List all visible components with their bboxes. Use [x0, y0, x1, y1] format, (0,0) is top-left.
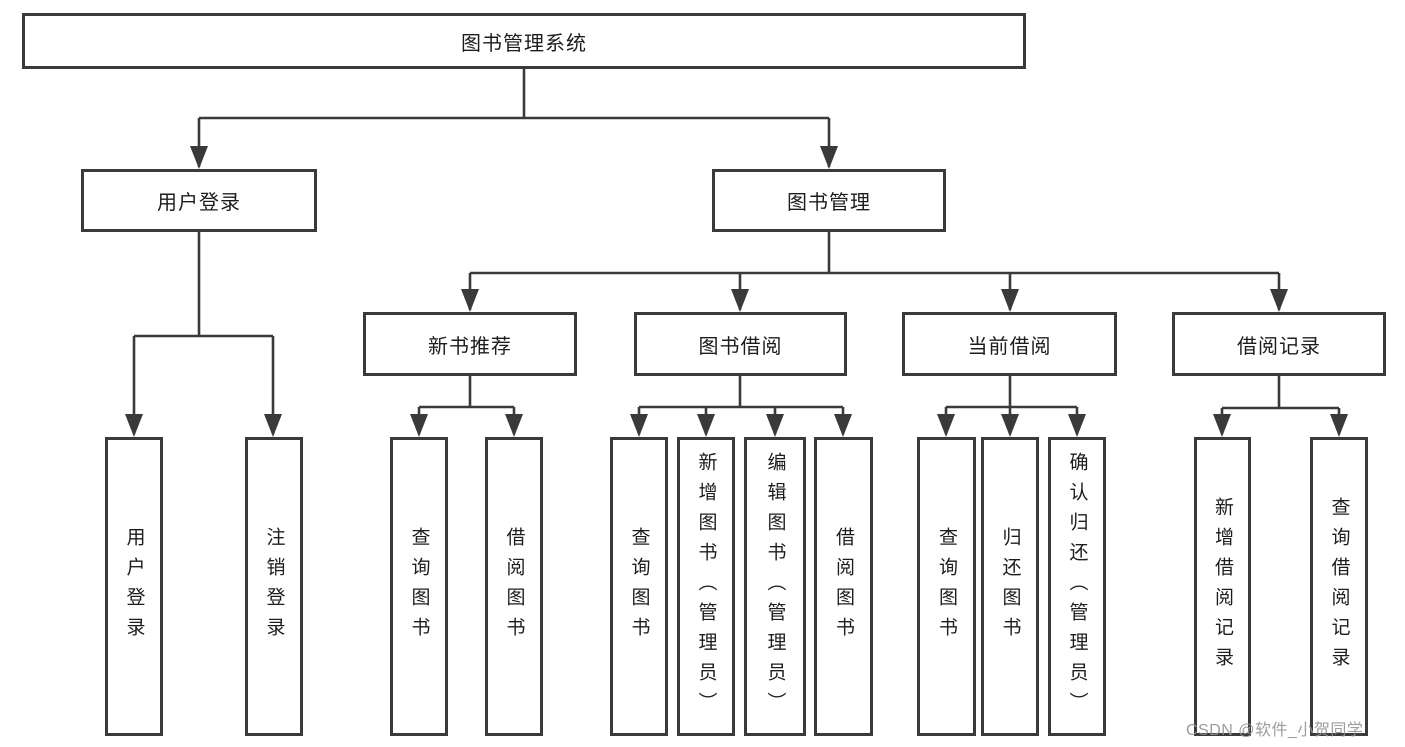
leaf-user-login: 用户登录: [105, 437, 163, 736]
node-borrow-records: 借阅记录: [1172, 312, 1386, 376]
arrowhead: [1270, 289, 1288, 312]
connector-user-login-to-leaves: [132, 232, 275, 434]
leaf-borrow-books-recommend: 借阅图书: [485, 437, 543, 736]
connector-root-to-level2: [197, 69, 831, 167]
connector-book-management-to-level3: [468, 232, 1281, 310]
leaf-query-books-borrow: 查询图书: [610, 437, 668, 736]
arrowhead: [731, 289, 749, 312]
arrowhead: [410, 414, 428, 437]
arrowhead: [1330, 414, 1348, 437]
leaf-logout: 注销登录: [245, 437, 303, 736]
connector-book-borrow-to-leaves: [637, 376, 845, 434]
leaf-query-borrow-record: 查询借阅记录: [1310, 437, 1368, 736]
node-book-management: 图书管理: [712, 169, 946, 232]
arrowhead: [1001, 289, 1019, 312]
node-root-title: 图书管理系统: [22, 13, 1026, 69]
node-book-borrow: 图书借阅: [634, 312, 847, 376]
node-user-login: 用户登录: [81, 169, 317, 232]
arrowhead: [937, 414, 955, 437]
leaf-borrow-books: 借阅图书: [814, 437, 873, 736]
leaf-confirm-return-admin: 确认归还（管理员）: [1048, 437, 1106, 736]
arrowhead: [1001, 414, 1019, 437]
arrowhead: [1213, 414, 1231, 437]
arrowhead: [697, 414, 715, 437]
arrowhead: [630, 414, 648, 437]
arrowhead: [1068, 414, 1086, 437]
leaf-query-books-recommend: 查询图书: [390, 437, 448, 736]
node-current-borrow: 当前借阅: [902, 312, 1117, 376]
arrowhead: [264, 414, 282, 437]
arrowheads: [125, 146, 1348, 437]
arrowhead: [125, 414, 143, 437]
arrowhead: [461, 289, 479, 312]
arrowhead: [505, 414, 523, 437]
leaf-return-books: 归还图书: [981, 437, 1039, 736]
leaf-add-borrow-record: 新增借阅记录: [1194, 437, 1251, 736]
leaf-query-books-current: 查询图书: [917, 437, 976, 736]
arrowhead: [834, 414, 852, 437]
arrowhead: [766, 414, 784, 437]
leaf-edit-books-admin: 编辑图书（管理员）: [744, 437, 806, 736]
connector-new-book-to-leaves: [417, 376, 516, 434]
arrowhead: [820, 146, 838, 169]
node-new-book-recommend: 新书推荐: [363, 312, 577, 376]
leaf-add-books-admin: 新增图书（管理员）: [677, 437, 735, 736]
watermark: CSDN @软件_小贺同学: [1186, 722, 1364, 739]
connector-borrow-records-to-leaves: [1220, 376, 1341, 434]
arrowhead: [190, 146, 208, 169]
